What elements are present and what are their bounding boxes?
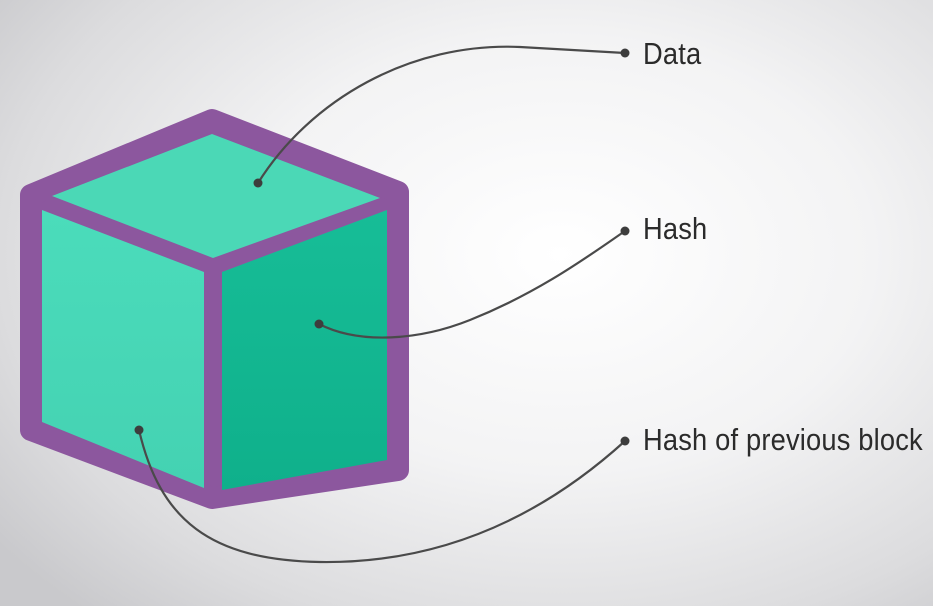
cube-left-face: [42, 210, 204, 488]
label-hash: Hash: [643, 211, 708, 246]
cube-right-face: [222, 210, 387, 490]
block-cube-icon: [20, 109, 409, 509]
leader-line-hash: [317, 229, 627, 339]
dot-previous-end: [620, 436, 630, 446]
dot-previous-start: [134, 425, 144, 435]
leader-line-data: [256, 45, 627, 185]
dot-hash-start: [314, 319, 324, 329]
leader-lines: [137, 45, 627, 564]
label-previous-hash: Hash of previous block: [643, 422, 923, 457]
cube-top-face: [52, 134, 380, 258]
dot-hash-end: [620, 226, 630, 236]
leader-dots: [134, 48, 630, 446]
dot-data-start: [253, 178, 263, 188]
leader-line-previous: [137, 428, 627, 564]
dot-data-end: [620, 48, 630, 58]
label-data: Data: [643, 36, 702, 71]
